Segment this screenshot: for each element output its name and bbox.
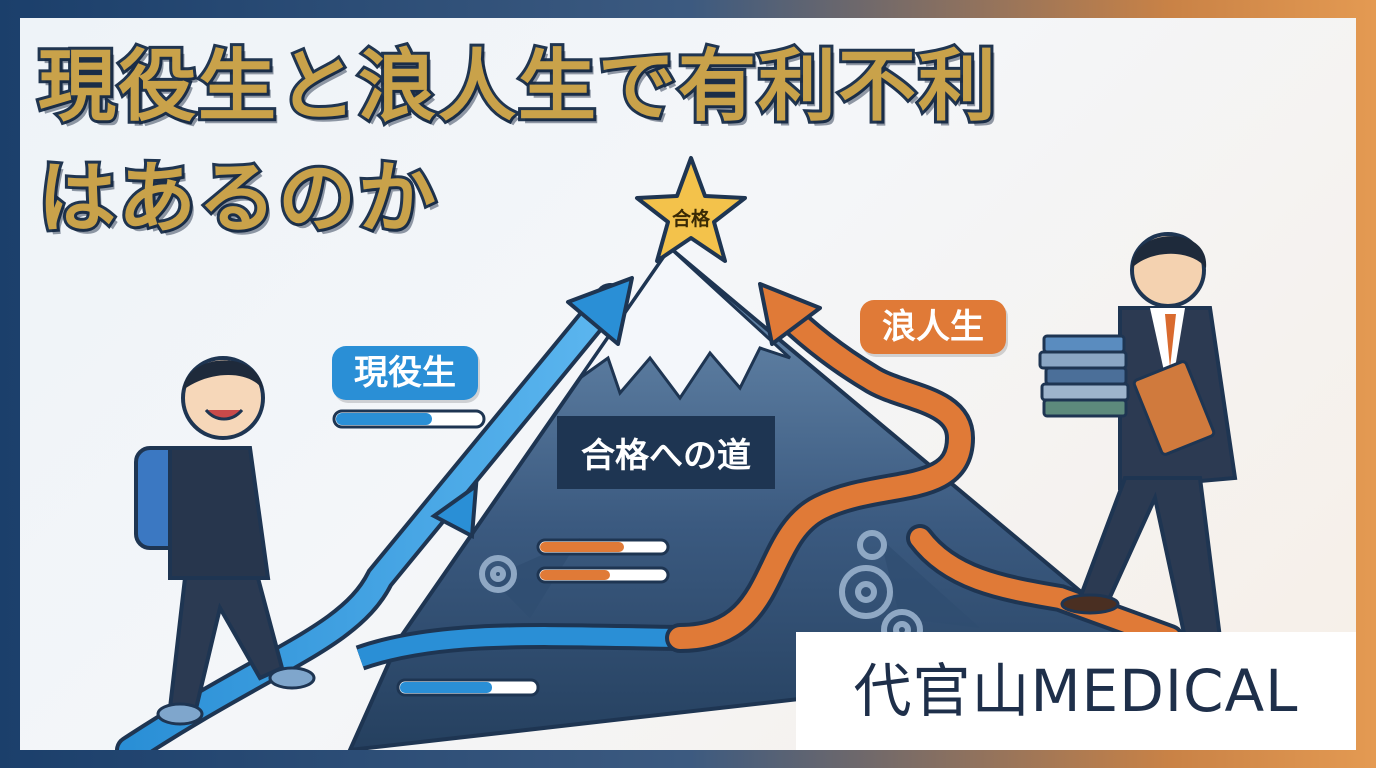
road-to-success-label: 合格への道 xyxy=(557,416,775,489)
books-icon xyxy=(1038,334,1216,456)
current-student-label: 現役生 xyxy=(332,346,478,400)
goal-label: 合格 xyxy=(671,208,710,230)
progress-bars xyxy=(332,409,670,697)
illustration-panel: 現役生と浪人生で有利不利 はあるのか 合格 現役生 浪人生 合格への道 代官山M… xyxy=(20,18,1356,750)
brand-logo: 代官山MEDICAL xyxy=(796,632,1356,750)
current-student-figure xyxy=(134,356,316,726)
ronin-student-label: 浪人生 xyxy=(860,300,1006,354)
page-title-line1: 現役生と浪人生で有利不利 xyxy=(35,42,999,132)
page-title-line2: はあるのか xyxy=(35,154,439,244)
illustration xyxy=(115,156,1238,750)
orange-route-arrow xyxy=(665,282,1184,653)
star-icon xyxy=(635,156,747,263)
